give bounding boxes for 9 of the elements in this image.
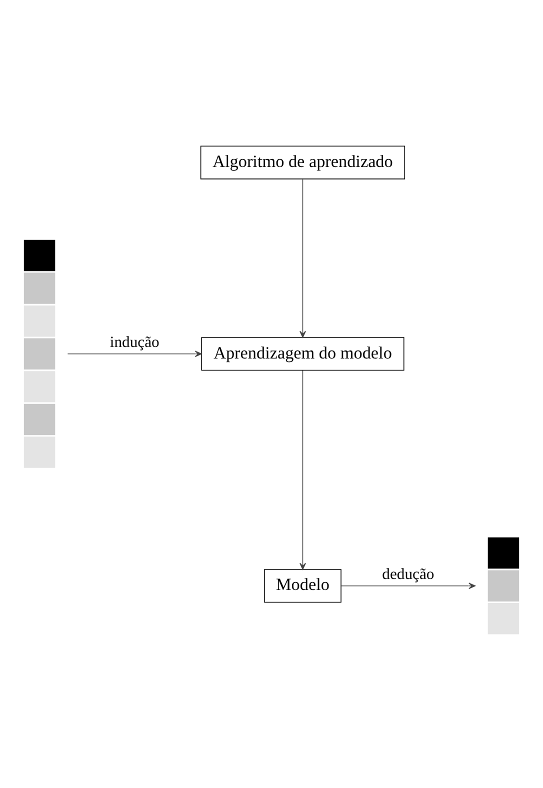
arrow	[67, 350, 202, 357]
arrow	[340, 582, 476, 589]
arrow	[300, 370, 306, 570]
node-box: Modelo	[264, 568, 342, 602]
node-box: Aprendizagem do modelo	[201, 336, 404, 370]
edge-label: indução	[110, 333, 160, 350]
node-box: Algoritmo de aprendizado	[200, 145, 406, 179]
arrow	[300, 178, 306, 338]
edge-label: dedução	[382, 565, 434, 582]
